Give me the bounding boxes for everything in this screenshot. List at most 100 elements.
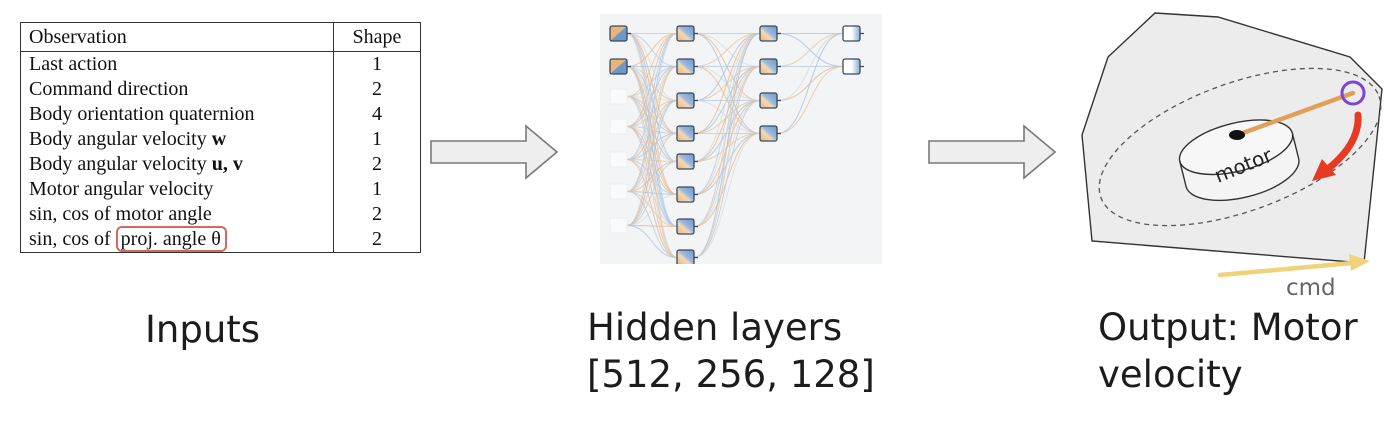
table-row: Body orientation quaternion 4 [20,102,421,127]
shape-cell: 1 [372,178,382,200]
observation-name-cell: sin, cos of motor angle [20,202,334,227]
faded-input-node [609,118,628,135]
network-edge [626,33,678,67]
network-edge [693,33,761,67]
observation-text: sin, cos of [29,228,116,250]
network-edge [626,66,678,227]
network-edge [626,66,678,134]
table-row: Body angular velocity w 1 [20,127,421,152]
caption-hidden-layers-title: Hidden layers [587,306,843,349]
network-edge [693,33,761,162]
network-node [759,25,778,42]
network-edge [693,33,761,101]
network-edge [693,133,761,258]
observation-name-cell: Body angular velocity u, v [20,152,334,177]
network-edge [626,33,678,97]
shape-cell: 2 [372,153,382,175]
observation-text: Command direction [29,78,189,100]
network-node [842,58,861,75]
contact-ring [1340,80,1366,106]
observation-name-cell: Body orientation quaternion [20,102,334,127]
network-node [676,58,695,75]
observation-bold-symbol: u, v [211,153,243,175]
cmd-arrow-line [1217,260,1355,278]
network-edge [626,66,678,162]
network-nodes [609,25,864,266]
network-node [676,92,695,109]
table-row: Last action 1 [20,51,421,77]
faded-input-node [609,88,628,105]
network-edge [626,33,678,127]
cmd-arrowhead [1349,254,1370,271]
header-shape: Shape [333,22,421,52]
shape-cell: 4 [372,103,382,125]
caption-hidden-layers-sizes: [512, 256, 128] [587,353,875,396]
block-arrow-hidden-to-output [928,124,1057,180]
network-edge [626,225,678,258]
network-node [759,58,778,75]
table-row: Motor angular velocity 1 [20,177,421,202]
network-faded-inputs [609,88,628,234]
network-node [759,92,778,109]
network-edge [693,66,761,258]
network-node [676,249,695,266]
network-node [676,218,695,235]
motor-axle-dot [1229,130,1245,140]
observation-name-cell: Body angular velocity w [20,127,334,152]
block-arrow-inputs-to-hidden [430,124,559,180]
table-row: Command direction 2 [20,77,421,102]
faded-input-node [609,217,628,234]
network-node [609,25,628,42]
neural-network-panel [600,14,882,266]
observation-text: Body angular velocity [29,128,212,150]
rotation-arrowhead [1312,159,1336,181]
network-edge [626,191,678,227]
table-row: Body angular velocity u, v 2 [20,152,421,177]
observation-text: Body angular velocity [29,153,212,175]
observation-text: Motor angular velocity [29,178,214,200]
network-edge [626,191,678,258]
network-node [676,153,695,170]
network-edge [693,33,761,227]
network-edge [626,161,678,226]
network-node [676,25,695,42]
network-edge [626,66,678,101]
network-edge [693,66,761,134]
shape-cell: 2 [372,228,382,250]
network-node [842,25,861,42]
shape-cell: 1 [372,53,382,75]
observation-text: sin, cos of motor angle [29,203,212,225]
network-edges [626,33,844,258]
network-edge [776,33,844,101]
table-row: sin, cos of proj. angle θ 2 [20,226,421,253]
faded-input-node [609,151,628,168]
shape-cell: 1 [372,128,382,150]
network-edge [693,33,761,258]
rotation-direction-arrow [1324,111,1362,173]
network-edge [626,225,678,227]
observation-name-cell: sin, cos of proj. angle θ [20,226,334,253]
neural-network-diagram [609,25,864,266]
cmd-label: cmd [1286,275,1336,301]
network-edge [693,100,761,134]
network-edge [626,66,678,258]
network-edge [776,33,844,67]
observation-name-cell: Motor angular velocity [20,177,334,202]
network-edge [776,33,844,134]
network-edge [693,100,761,258]
network-edge [626,161,678,192]
observation-name-cell: Command direction [20,77,334,102]
table-header-row: Observation Shape [20,22,421,52]
network-node [609,58,628,75]
observation-text: Last action [29,53,118,75]
observation-bold-symbol: w [211,128,227,150]
motor-diagram: motor cmd [1081,12,1383,301]
caption-output-subtitle: velocity [1098,353,1243,396]
network-node [676,186,695,203]
network-node [676,125,695,142]
shape-cell: 2 [372,78,382,100]
network-node [759,125,778,142]
network-edge [626,33,678,162]
header-observation: Observation [20,22,334,52]
